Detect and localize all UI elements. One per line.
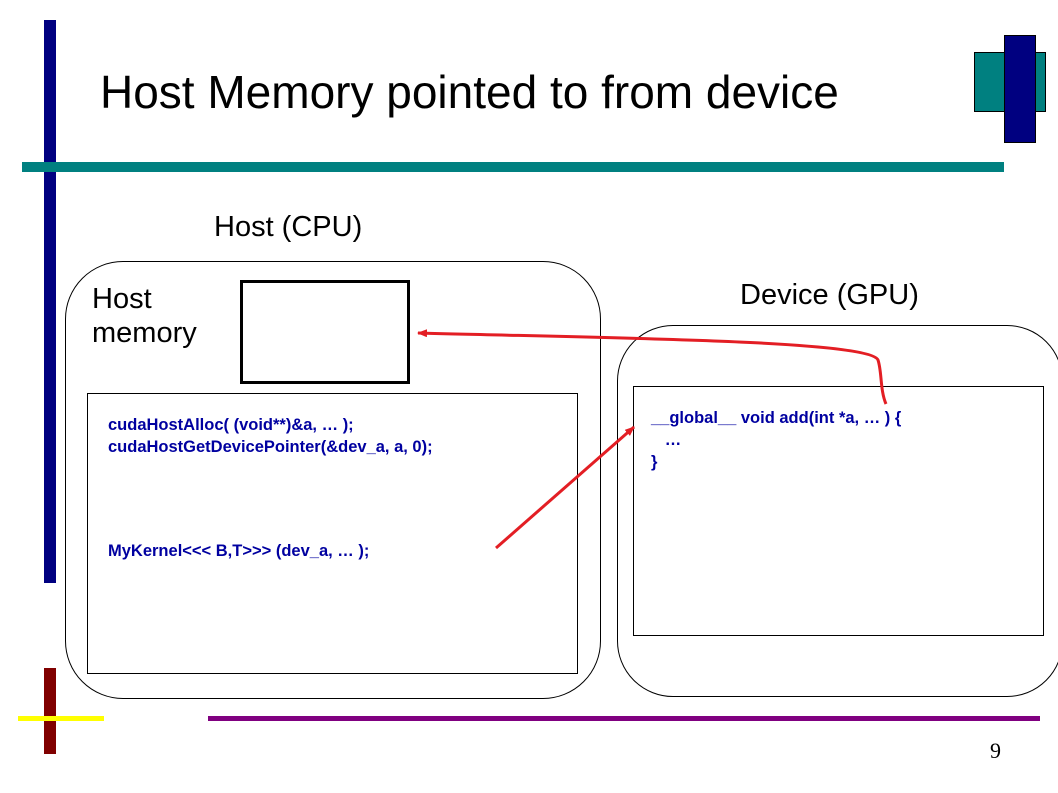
device-to-host-memory-arrow <box>417 329 888 405</box>
host-memory-label-line1: Host <box>92 283 152 315</box>
bottom-purple-rule <box>208 716 1040 721</box>
host-code-panel <box>87 393 578 674</box>
host-heading: Host (CPU) <box>214 211 363 243</box>
left-navy-bar <box>44 20 56 583</box>
page-title: Host Memory pointed to from device <box>100 66 839 118</box>
bottom-maroon-bar <box>44 668 56 754</box>
device-code-line-3: } <box>651 453 658 471</box>
device-code-line-1: __global__ void add(int *a, … ) { <box>651 409 902 427</box>
kernel-launch-arrow <box>495 425 635 550</box>
corner-navy-bar <box>1004 35 1036 143</box>
host-container <box>65 261 601 699</box>
host-code-line-2: cudaHostGetDevicePointer(&dev_a, a, 0); <box>108 438 433 456</box>
host-memory-label-line2: memory <box>92 317 197 349</box>
host-memory-label: Host memory <box>92 282 197 350</box>
device-heading: Device (GPU) <box>740 279 919 311</box>
host-memory-box <box>240 280 410 384</box>
host-code-line-1: cudaHostAlloc( (void**)&a, … ); <box>108 416 354 434</box>
host-code-line-3: MyKernel<<< B,T>>> (dev_a, … ); <box>108 542 370 560</box>
device-container <box>617 325 1058 697</box>
page-number: 9 <box>990 738 1001 763</box>
device-code-panel <box>633 386 1044 636</box>
bottom-yellow-rule <box>18 716 104 721</box>
title-teal-rule <box>22 162 1004 172</box>
device-code-line-2: … <box>651 431 682 449</box>
